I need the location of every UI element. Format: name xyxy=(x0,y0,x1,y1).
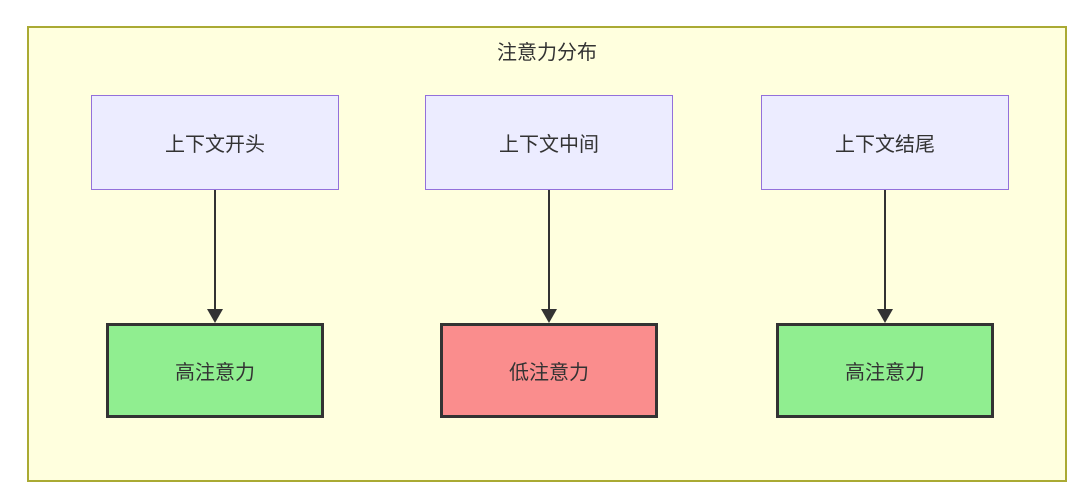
column-context-middle: 上下文中间 低注意力 xyxy=(425,95,673,418)
arrowhead-down-icon xyxy=(207,309,223,323)
arrow-end-to-result xyxy=(877,190,893,323)
arrow-line xyxy=(884,190,886,310)
diagram-frame: 注意力分布 上下文开头 高注意力 上下文中间 低注意力 上下文结尾 高注意力 xyxy=(27,26,1067,482)
node-high-attention-left: 高注意力 xyxy=(106,323,324,418)
node-high-attention-right: 高注意力 xyxy=(776,323,994,418)
diagram-title: 注意力分布 xyxy=(497,42,597,64)
node-context-middle: 上下文中间 xyxy=(425,95,673,190)
arrowhead-down-icon xyxy=(877,309,893,323)
node-low-attention: 低注意力 xyxy=(440,323,658,418)
node-context-start: 上下文开头 xyxy=(91,95,339,190)
node-context-end: 上下文结尾 xyxy=(761,95,1009,190)
column-context-start: 上下文开头 高注意力 xyxy=(91,95,339,418)
arrow-start-to-result xyxy=(207,190,223,323)
arrow-line xyxy=(548,190,550,310)
arrow-line xyxy=(214,190,216,310)
arrowhead-down-icon xyxy=(541,309,557,323)
arrow-middle-to-result xyxy=(541,190,557,323)
column-context-end: 上下文结尾 高注意力 xyxy=(761,95,1009,418)
